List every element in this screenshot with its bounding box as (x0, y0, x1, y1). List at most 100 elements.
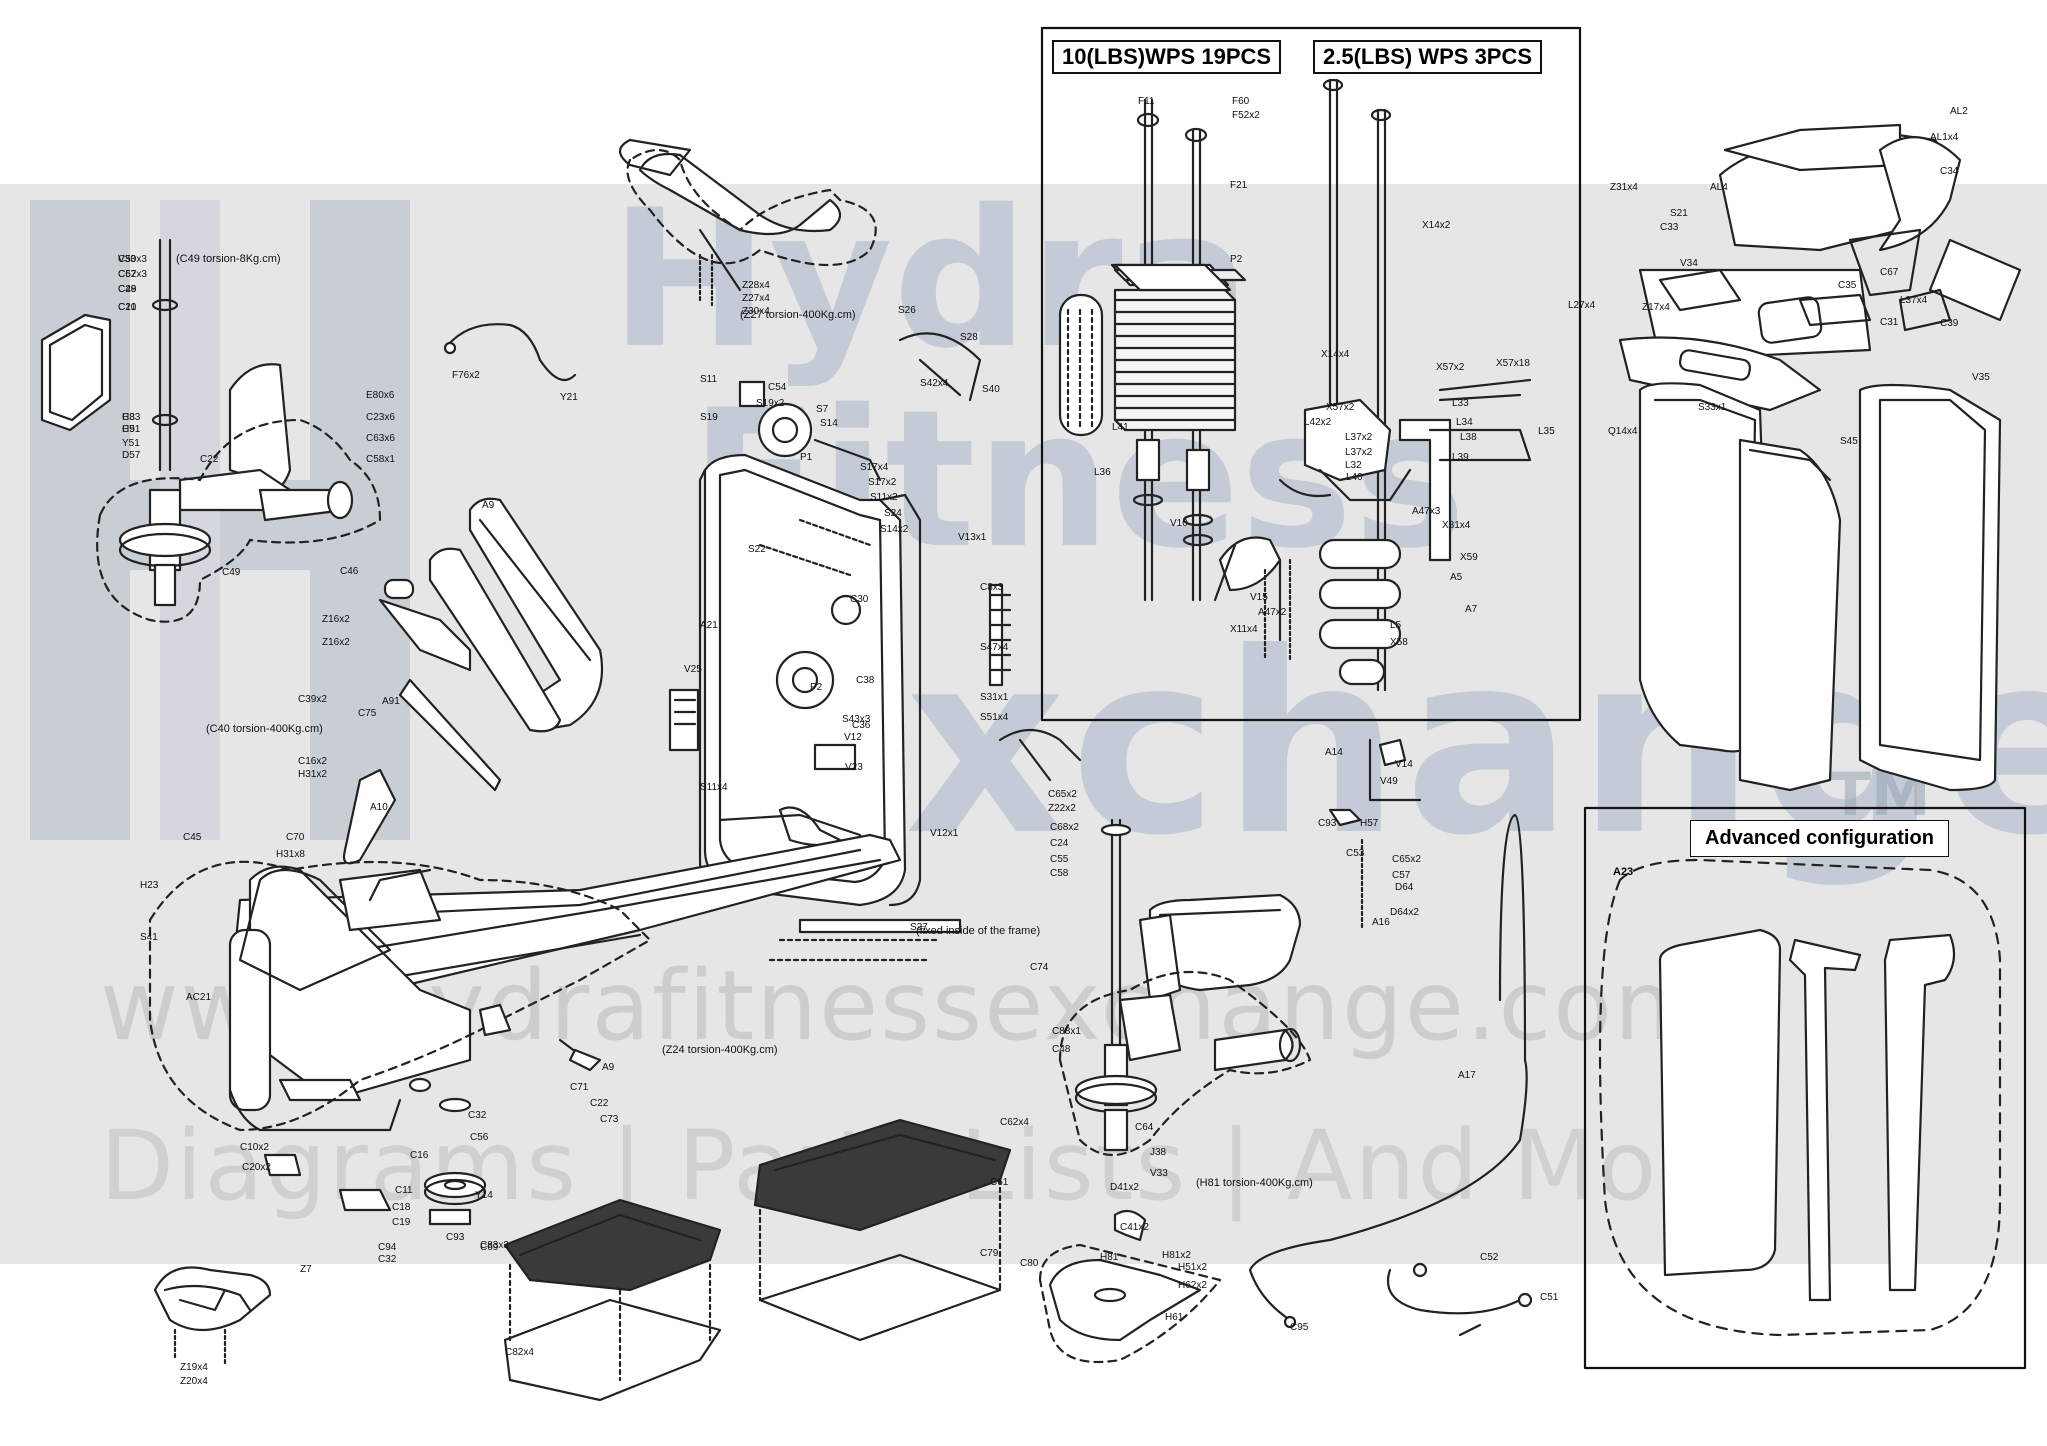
part-label: C93 (1318, 818, 1337, 829)
part-label: X14x4 (1321, 349, 1350, 360)
part-label: C50x3 (118, 254, 147, 265)
part-label: S11 (700, 374, 717, 385)
part-label: C82x4 (505, 1347, 534, 1358)
part-label: A21 (700, 620, 718, 631)
part-label: V33 (118, 254, 136, 265)
part-label: C8x3 (980, 582, 1004, 593)
part-label: A7 (1465, 604, 1478, 615)
advanced-configuration-part-label: A23 (1613, 866, 1634, 878)
torque-notes-layer: (C49 torsion-8Kg.cm)(Z27 torsion-400Kg.c… (176, 253, 1313, 1189)
part-label: D64x2 (1390, 907, 1419, 918)
part-label: L34 (1456, 417, 1473, 428)
part-label: J38 (1150, 1147, 1167, 1158)
part-label: C24 (1050, 838, 1069, 849)
part-label: A9 (602, 1062, 615, 1073)
part-label: C22 (200, 454, 219, 465)
part-label: S31x1 (980, 692, 1009, 703)
torque-note: (C40 torsion-400Kg.cm) (206, 723, 323, 735)
part-label: C48 (1052, 1044, 1071, 1055)
part-label: Z28x4 (742, 280, 770, 291)
part-label: C52 (1480, 1252, 1499, 1263)
part-label: C74 (1030, 962, 1049, 973)
part-label: V13x1 (958, 532, 987, 543)
part-label: C20x2 (242, 1162, 271, 1173)
part-label: C93 (446, 1232, 465, 1243)
part-label: C35 (1838, 280, 1857, 291)
weight-stack-frame (1040, 26, 1582, 722)
part-label: Z31x4 (1610, 182, 1638, 193)
part-label: S33x1 (1698, 402, 1727, 413)
part-label: V10 (1170, 518, 1188, 529)
part-label: C75 (358, 708, 377, 719)
part-label: H81 (1100, 1252, 1119, 1263)
part-label: C16 (410, 1150, 429, 1161)
part-label: Q14x4 (1608, 426, 1638, 437)
part-label: C23x6 (366, 412, 395, 423)
part-label: AL4 (1710, 182, 1728, 193)
part-label: L37x4 (1900, 295, 1928, 306)
part-label: S51x4 (980, 712, 1009, 723)
part-label: V49 (1380, 776, 1398, 787)
part-label: C55 (1050, 854, 1069, 865)
part-label: L35 (1538, 426, 1555, 437)
part-label: C68x2 (1050, 822, 1079, 833)
part-label: L39 (1452, 452, 1469, 463)
part-label: V25 (684, 664, 702, 675)
part-label: A17 (1458, 1070, 1476, 1081)
part-label: A5 (1450, 572, 1463, 583)
part-label: V12 (844, 732, 862, 743)
part-label: L5 (1390, 620, 1402, 631)
part-label: F76x2 (452, 370, 480, 381)
adv-panel-3 (1883, 933, 1956, 1292)
part-label: A47x3 (1412, 506, 1441, 517)
part-label: C16x2 (298, 756, 327, 767)
part-label: Z20x4 (180, 1376, 208, 1387)
part-label: C71 (570, 1082, 589, 1093)
part-label: C65x2 (1048, 789, 1077, 800)
part-label: V33 (1150, 1168, 1168, 1179)
part-label: A14 (1325, 747, 1343, 758)
part-label: C62x4 (1000, 1117, 1029, 1128)
torque-note: (Z24 torsion-400Kg.cm) (662, 1044, 778, 1056)
part-label: S11x4 (700, 782, 728, 793)
part-label: S19x2 (756, 398, 785, 409)
part-label: C21 (118, 302, 137, 313)
part-label: AL1x4 (1930, 132, 1959, 143)
part-label: C61 (990, 1177, 1009, 1188)
part-label: Z17x4 (1642, 302, 1670, 313)
part-label: X11x4 (1230, 624, 1258, 635)
advanced-config-frame (1583, 806, 2027, 1370)
part-label: F21 (1230, 180, 1248, 191)
part-label: C79 (980, 1248, 999, 1259)
part-label: C65x2 (1392, 854, 1421, 865)
part-label: C80 (1020, 1258, 1039, 1269)
part-label: V23 (845, 762, 863, 773)
part-label: X14x2 (1422, 220, 1451, 231)
part-label: H61 (1165, 1312, 1184, 1323)
part-label: S14 (820, 418, 838, 429)
part-label: C10x2 (240, 1142, 269, 1153)
part-label: C22 (590, 1098, 609, 1109)
part-label: L32 (1345, 460, 1362, 471)
part-label: C67 (1880, 267, 1899, 278)
part-label: C49 (118, 284, 137, 295)
part-label: L36 (1094, 467, 1111, 478)
advanced-configuration-title: Advanced configuration (1690, 820, 1949, 857)
part-label: Y51 (122, 438, 140, 449)
part-label: X58 (1390, 637, 1408, 648)
adv-panel-1 (1658, 928, 1782, 1277)
part-label: S45 (1840, 436, 1858, 447)
part-label: F60 (1232, 96, 1250, 107)
part-label: S19 (700, 412, 718, 423)
part-label: L42x2 (1304, 417, 1332, 428)
part-label: C62 (118, 269, 137, 280)
part-label: S26 (898, 305, 916, 316)
part-label: X57x18 (1496, 358, 1530, 369)
part-label: C34 (1940, 166, 1959, 177)
part-label: C18 (392, 1202, 411, 1213)
part-label: F52x2 (1232, 110, 1260, 121)
part-label: S24 (884, 508, 902, 519)
floor-plate-rear (753, 1118, 1012, 1232)
